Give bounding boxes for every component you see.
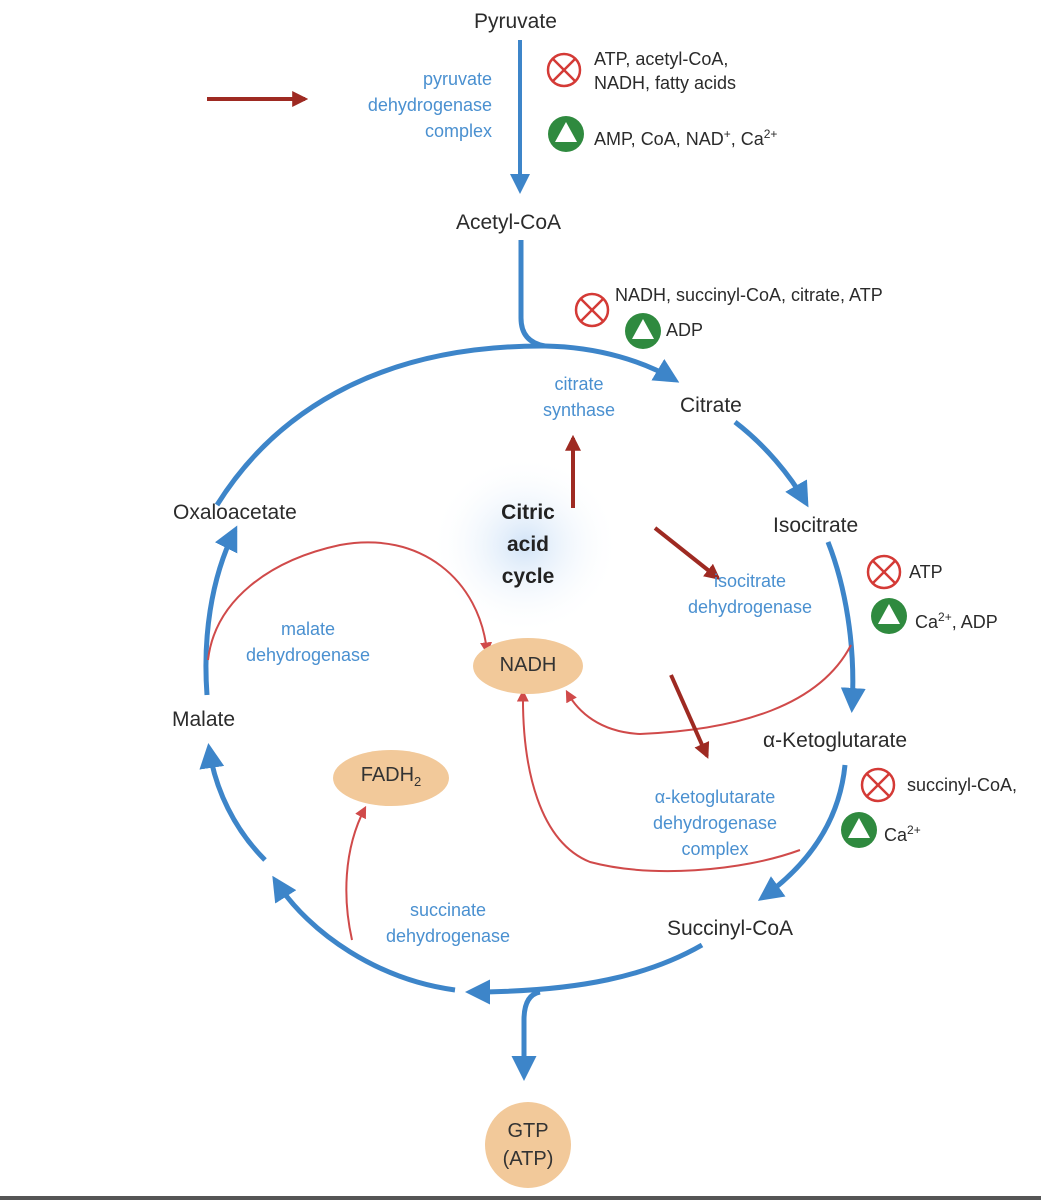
akg-dh-pointer-arrow [669,674,710,759]
bottom-border [0,1196,1041,1200]
cs-activators: ADP [666,320,704,340]
metabolite-citrate: Citrate [680,394,742,417]
metabolite-alpha-ketoglutarate: α-Ketoglutarate [763,729,908,752]
enzyme-cs-line-1: citrate [554,374,604,394]
idh-inhibitors: ATP [909,562,943,582]
enzyme-akg-line-2: dehydrogenase [652,813,778,833]
idh-activators-a: Ca [915,612,939,632]
cs-inhibitors: NADH, succinyl-CoA, citrate, ATP [615,285,883,305]
enzyme-succinate-dehydrogenase: succinate dehydrogenase [368,897,528,949]
enzyme-sdh-line-1: succinate [409,900,487,920]
gtp-line-1: GTP [507,1120,549,1142]
enzyme-akg-dehydrogenase-complex: α-ketoglutarate dehydrogenase complex [630,784,800,862]
gtp-circle [485,1102,571,1188]
enzyme-pdh-line-2: dehydrogenase [367,95,492,115]
enzyme-citrate-synthase: citrate synthase [519,371,639,423]
isocitrate-dh-pointer-arrow [653,526,721,580]
fadh2-main: FADH [360,764,415,786]
cycle-akg-to-succinyl-coa [757,764,848,901]
cs-inhibitor-icon [574,292,610,328]
akg-activators: Ca2+ [884,818,921,847]
gtp-branch-arrow [511,989,541,1081]
cycle-malate-to-oxaloacetate [203,525,238,696]
metabolite-isocitrate: Isocitrate [773,514,859,537]
enzyme-idh-line-1: isocitrate [713,571,787,591]
nadh-label: NADH [499,654,557,676]
acetyl-coa-entry-line [518,240,546,349]
idh-activators: Ca2+, ADP [915,605,998,634]
pdh-activators-sup-1: + [723,127,731,141]
cycle-fumarate-to-malate [199,743,267,862]
fadh2-oval [333,750,449,806]
isocitrate-dh-nadh-line [565,644,852,736]
akg-activators-sup: 2+ [907,823,921,837]
enzyme-akg-line-3: complex [681,839,749,859]
metabolite-acetyl-coa: Acetyl-CoA [456,211,562,234]
cycle-oaa-to-citrate [214,343,680,507]
center-title-line-2: acid [506,533,550,556]
pdh-inhibitor-icon [546,52,582,88]
cycle-succinyl-coa-to-succinate [465,942,704,1005]
gtp-line-2: (ATP) [502,1148,554,1170]
pdh-inhibitors-line-2: NADH, fatty acids [594,73,737,93]
enzyme-pdh-line-1: pyruvate [422,69,492,89]
fadh2-subscript: 2 [414,774,422,789]
center-title: Citric acid cycle [478,497,578,593]
pdh-activators-b: , Ca [730,129,764,149]
enzyme-akg-line-1: α-ketoglutarate [654,787,776,807]
akg-activator-icon [841,812,877,848]
center-title-line-1: Citric [501,501,555,524]
akg-dh-nadh-line [516,689,801,873]
metabolite-succinyl-coa: Succinyl-CoA [667,917,794,940]
cycle-isocitrate-to-akg [825,541,866,713]
akg-inhibitors: succinyl-CoA, [907,775,1018,795]
enzyme-mdh-line-1: malate [280,619,336,639]
idh-inhibitor-icon [866,554,902,590]
pdh-activator-icon [548,116,584,152]
akg-activators-a: Ca [884,825,908,845]
fadh2-label: FADH2 [333,764,449,789]
pdh-activators-a: AMP, CoA, NAD [594,129,724,149]
enzyme-sdh-line-2: dehydrogenase [385,926,511,946]
idh-activators-b: , ADP [951,612,998,632]
akg-inhibitor-icon [860,767,896,803]
metabolite-malate: Malate [172,708,236,731]
pdh-inhibitors: ATP, acetyl-CoA, NADH, fatty acids [594,47,736,95]
enzyme-isocitrate-dehydrogenase: isocitrate dehydrogenase [670,568,830,620]
enzyme-malate-dehydrogenase: malate dehydrogenase [228,616,388,668]
cycle-succinate-to-fumarate [272,875,456,993]
idh-activator-icon [871,598,907,634]
pdh-activators-sup-2: 2+ [763,127,778,141]
metabolite-pyruvate: Pyruvate [474,10,557,33]
malate-dh-nadh-line [207,541,493,661]
center-title-line-3: cycle [501,565,555,588]
cs-activator-icon [625,313,661,349]
enzyme-mdh-line-2: dehydrogenase [245,645,371,665]
idh-activators-sup: 2+ [938,610,952,624]
gtp-label: GTP (ATP) [485,1117,571,1173]
enzyme-pyruvate-dehydrogenase-complex: pyruvate dehydrogenase complex [340,66,492,144]
metabolite-oxaloacetate: Oxaloacetate [173,501,297,524]
enzyme-cs-line-2: synthase [542,400,616,420]
pdh-activators: AMP, CoA, NAD+, Ca2+ [594,122,777,151]
succinate-dh-fadh2-line [345,805,367,941]
enzyme-idh-line-2: dehydrogenase [687,597,813,617]
pdh-inhibitors-line-1: ATP, acetyl-CoA, [594,49,729,69]
nadh-oval [473,638,583,694]
enzyme-pdh-line-3: complex [424,121,492,141]
cycle-citrate-to-isocitrate [733,420,809,508]
